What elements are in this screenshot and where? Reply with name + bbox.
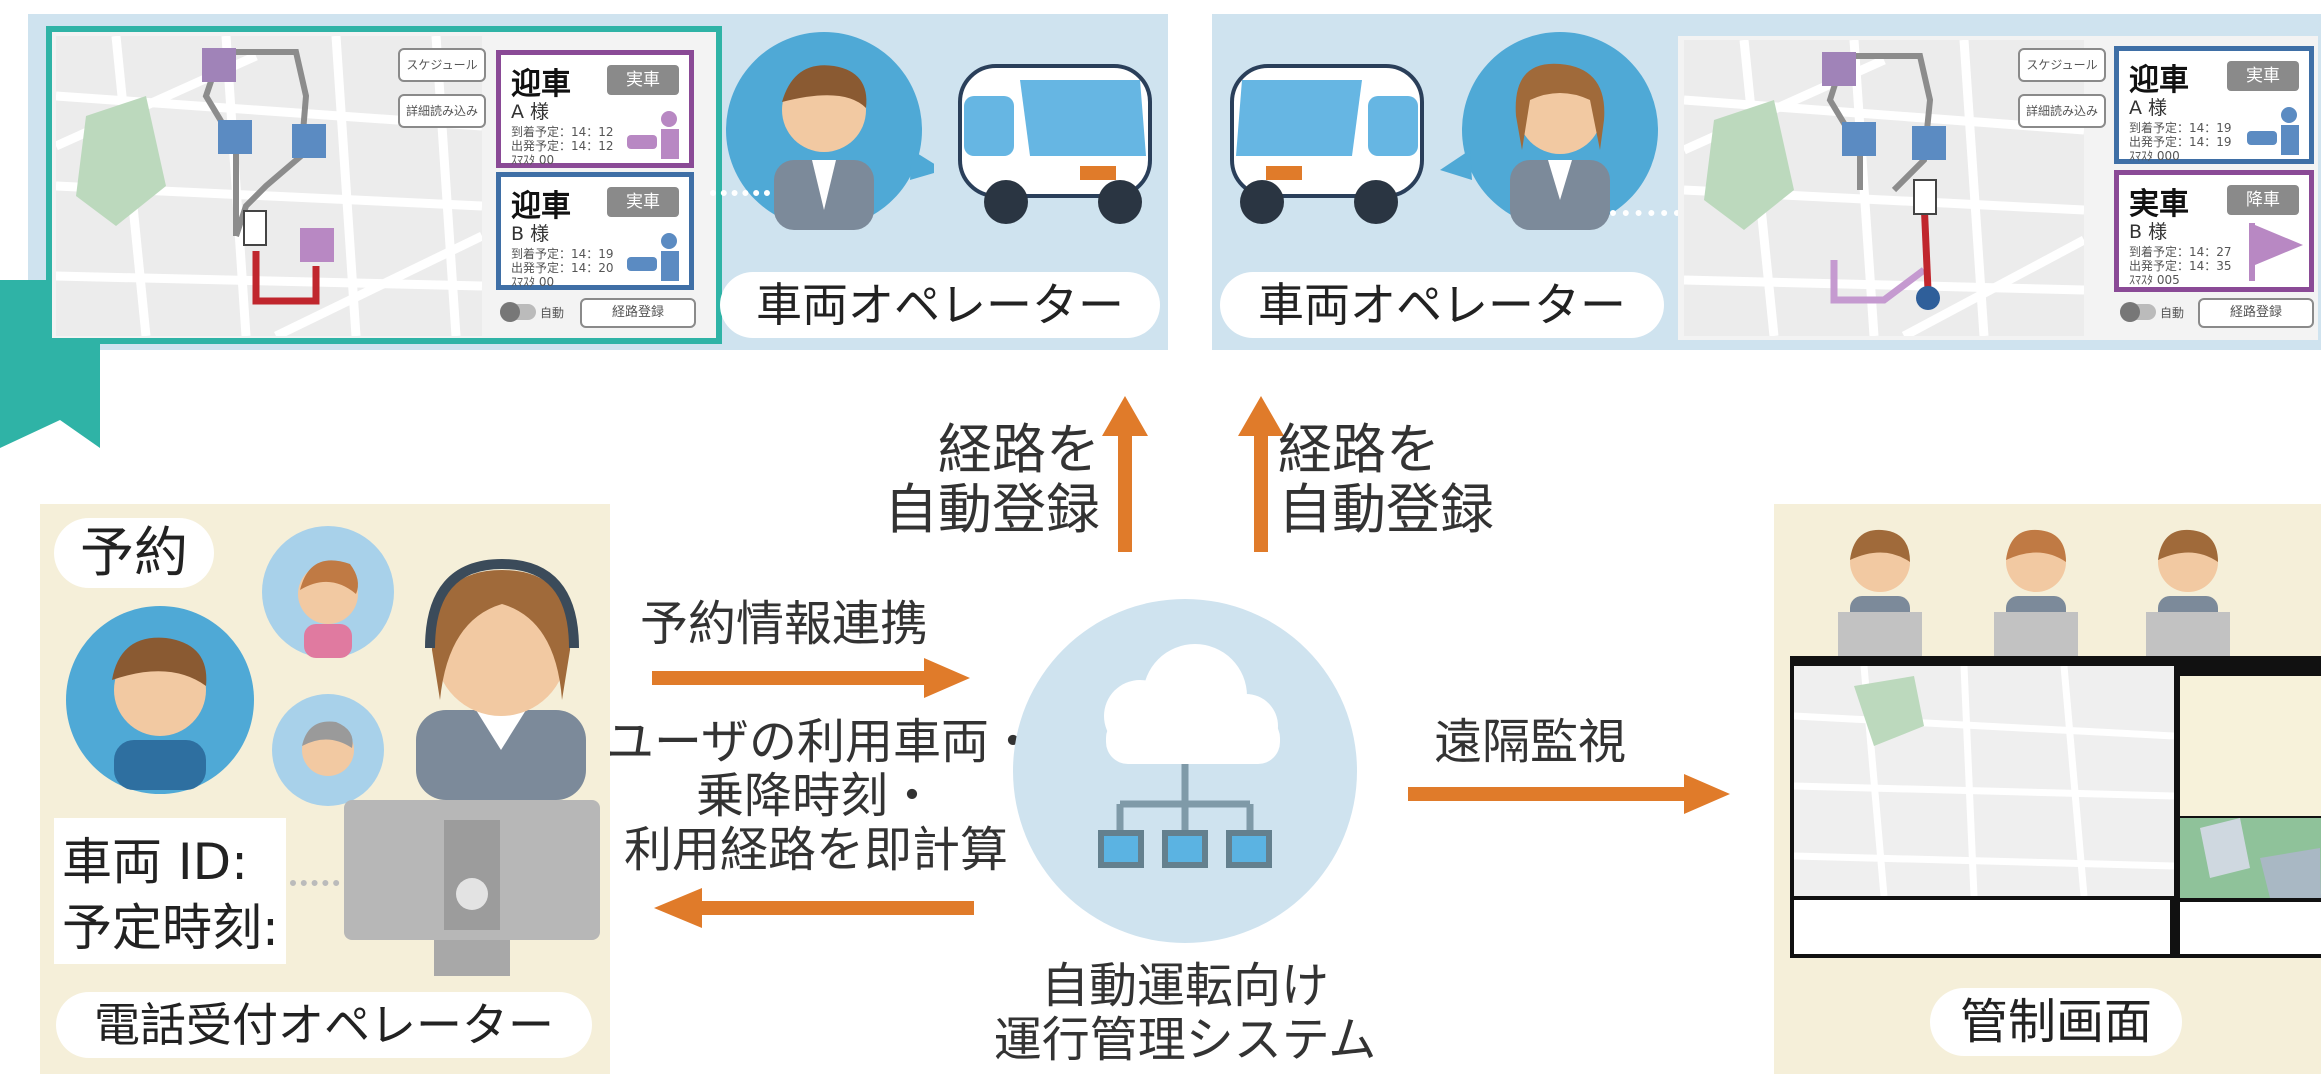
card-line: ｽﾏｽﾀ 000 xyxy=(2129,149,2180,163)
label-line: 経路を xyxy=(1278,418,1440,481)
operation-system-label: 自動運転向け 運行管理システム xyxy=(960,958,1410,1068)
card-line: 到着予定：14：19 xyxy=(511,247,614,261)
control-operators xyxy=(1838,529,2230,656)
arrow-up-right xyxy=(1238,396,1284,552)
cloud-system-icon xyxy=(1013,599,1357,943)
left-pickup-card-a[interactable]: 迎車 A 様 実車 到着予定：14：12 出発予定：14：12 ｽﾏｽﾀ 00 xyxy=(496,50,694,168)
card-line: 到着予定：14：19 xyxy=(2129,121,2232,135)
card-line: 到着予定：14：12 xyxy=(511,125,614,139)
label-line: 自動登録 xyxy=(884,478,1100,542)
right-dot-line xyxy=(1610,210,1680,216)
female-operator-avatar xyxy=(1440,32,1658,230)
flag-icon xyxy=(2249,223,2303,281)
card-action-button[interactable]: 実車 xyxy=(2227,61,2299,91)
left-route-map xyxy=(56,36,482,336)
schedule-button[interactable]: スケジュール xyxy=(2018,48,2106,82)
reservation-link-label: 予約情報連携 xyxy=(639,596,928,652)
schedule-button[interactable]: スケジュール xyxy=(398,48,486,82)
scheduled-time-label: 予定時刻: xyxy=(62,899,279,957)
customer-avatars xyxy=(66,526,394,806)
arrow-right-remote xyxy=(1408,774,1730,814)
toggle-label: 自動 xyxy=(540,306,565,320)
arrow-right-reservation xyxy=(652,658,970,698)
card-line: 到着予定：14：27 xyxy=(2129,245,2232,259)
card-action-button[interactable]: 実車 xyxy=(607,65,679,95)
left-pickup-card-b[interactable]: 迎車 B 様 実車 到着予定：14：19 出発予定：14：20 ｽﾏｽﾀ 00 xyxy=(496,172,694,290)
card-customer: B 様 xyxy=(511,223,550,245)
toggle-switch-icon[interactable] xyxy=(2118,300,2158,324)
bus-icon xyxy=(1230,64,1424,224)
vehicle-id-label: 車両 ID: xyxy=(62,833,248,891)
toggle-switch-icon[interactable] xyxy=(498,300,538,324)
left-vehicle-operator-label: 車両オペレーター xyxy=(720,272,1160,338)
read-details-button[interactable]: 詳細読み込み xyxy=(2018,94,2106,128)
passenger-car-icon xyxy=(627,233,679,281)
card-action-button[interactable]: 降車 xyxy=(2227,185,2299,215)
phone-operator-avatar xyxy=(416,558,586,800)
card-line: 出発予定：14：19 xyxy=(2129,135,2232,149)
monitor-icon xyxy=(344,800,600,976)
card-customer: A 様 xyxy=(2129,97,2168,119)
read-details-button[interactable]: 詳細読み込み xyxy=(398,94,486,128)
card-line: ｽﾏｽﾀ 005 xyxy=(2129,273,2180,287)
label-line: 自動登録 xyxy=(1278,478,1494,542)
calculation-label: ユーザの利用車両・ 乗降時刻・ 利用経路を即計算 xyxy=(606,714,1038,878)
passenger-car-icon xyxy=(2247,107,2299,155)
reservation-badge: 予約 xyxy=(54,518,214,588)
card-customer: B 様 xyxy=(2129,221,2168,243)
card-line: 出発予定：14：20 xyxy=(511,261,614,275)
right-vehicle-operator-label: 車両オペレーター xyxy=(1220,272,1664,338)
card-action-button[interactable]: 実車 xyxy=(607,187,679,217)
card-line: ｽﾏｽﾀ 00 xyxy=(511,153,555,167)
toggle-label: 自動 xyxy=(2160,306,2185,320)
label-line: 利用経路を即計算 xyxy=(623,821,1008,878)
card-status: 実車 xyxy=(2129,187,2189,222)
reservation-dot-line xyxy=(290,880,350,886)
reservation-info-card: 車両 ID: 予定時刻: xyxy=(54,818,286,964)
right-ride-card-b[interactable]: 実車 B 様 降車 到着予定：14：27 出発予定：14：35 ｽﾏｽﾀ 005 xyxy=(2114,170,2314,292)
bus-icon xyxy=(958,64,1152,224)
control-screen-label: 管制画面 xyxy=(1930,988,2182,1056)
card-line: 出発予定：14：12 xyxy=(511,139,614,153)
control-screen-log xyxy=(1794,900,2170,954)
card-status: 迎車 xyxy=(511,67,571,102)
card-status: 迎車 xyxy=(2129,63,2189,98)
arrow-up-left xyxy=(1102,396,1148,552)
phone-operator-label: 電話受付オペレーター xyxy=(56,992,592,1058)
remote-monitoring-label: 遠隔監視 xyxy=(1433,714,1626,770)
label-line: ユーザの利用車両・ xyxy=(606,714,1038,770)
control-screen-aerial-view xyxy=(2180,818,2321,898)
label-line: 自動運転向け xyxy=(1040,958,1329,1014)
control-screen-side xyxy=(2180,676,2321,816)
label-line: 経路を xyxy=(938,418,1100,481)
label-line: 運行管理システム xyxy=(993,1011,1377,1068)
auto-register-label-right: 経路を 自動登録 xyxy=(1278,418,1538,542)
arrow-left-calculation xyxy=(654,888,974,928)
card-customer: A 様 xyxy=(511,101,550,123)
card-status: 迎車 xyxy=(511,189,571,224)
card-line: ｽﾏｽﾀ 00 xyxy=(511,275,555,289)
control-screen-map xyxy=(1794,666,2174,896)
card-line: 出発予定：14：35 xyxy=(2129,259,2232,273)
right-pickup-card-a[interactable]: 迎車 A 様 実車 到着予定：14：19 出発予定：14：19 ｽﾏｽﾀ 000 xyxy=(2114,46,2314,164)
register-route-button[interactable]: 経路登録 xyxy=(2198,298,2314,328)
auto-register-label-left: 経路を 自動登録 xyxy=(860,418,1100,542)
left-dot-line xyxy=(710,190,770,196)
male-operator-avatar xyxy=(726,32,934,230)
control-screen-table xyxy=(2180,902,2321,954)
right-route-map xyxy=(1684,40,2084,336)
register-route-button[interactable]: 経路登録 xyxy=(580,298,696,328)
label-line: 乗降時刻・ xyxy=(695,767,936,824)
passenger-car-icon xyxy=(627,111,679,159)
